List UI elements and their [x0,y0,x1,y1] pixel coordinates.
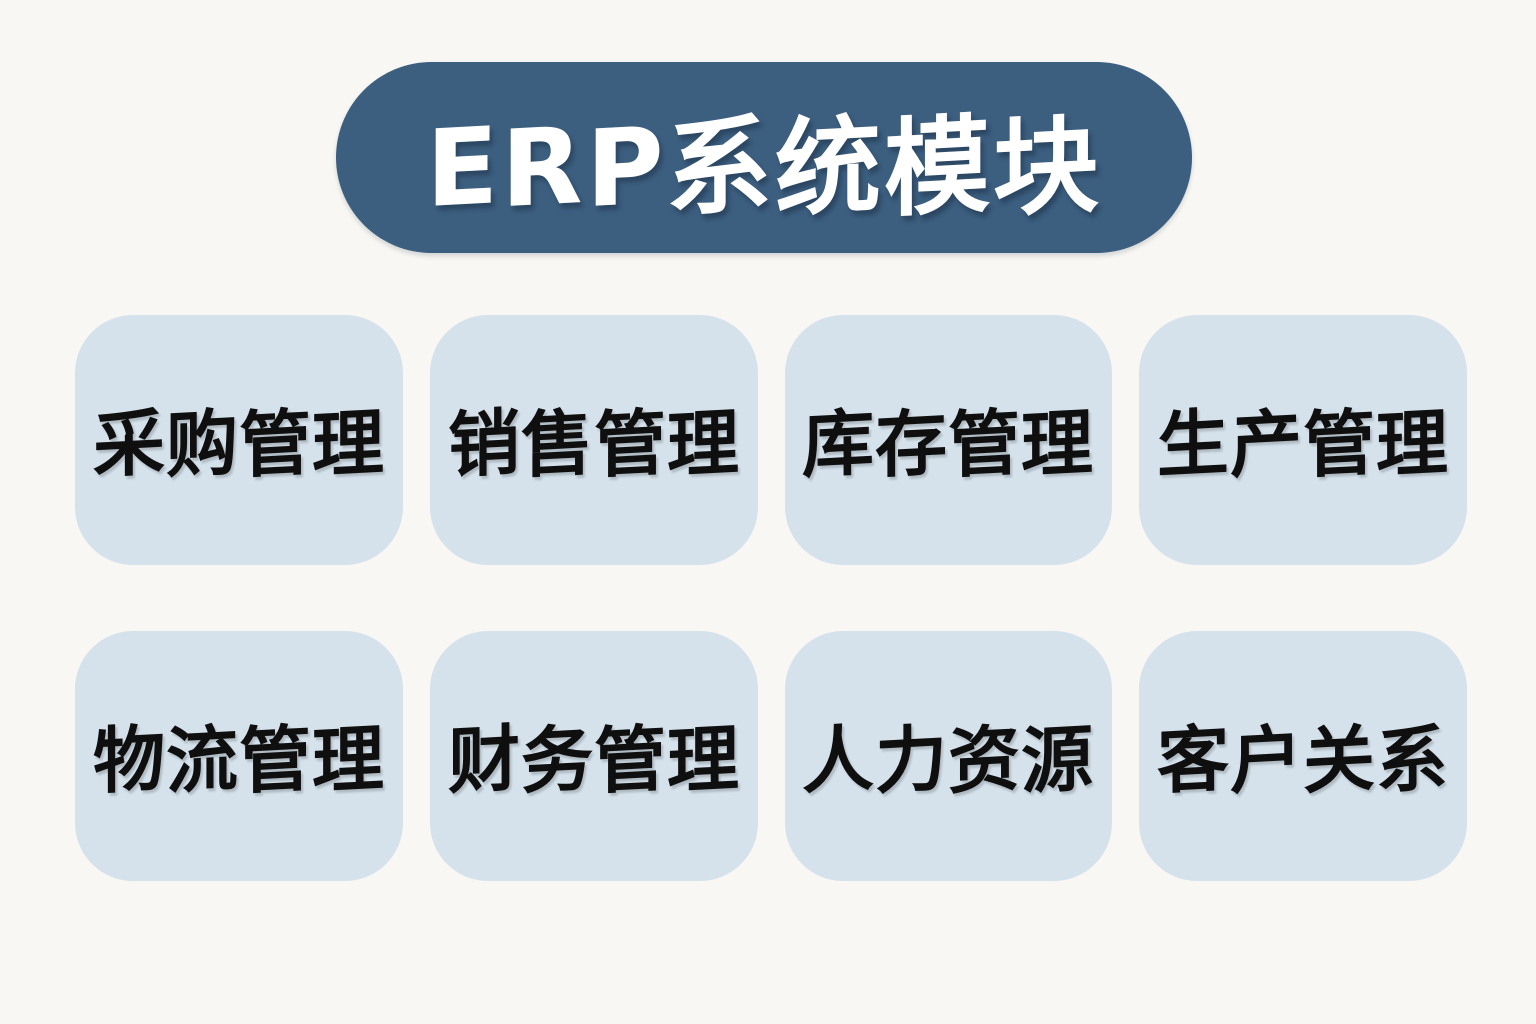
module-card-crm: 客户关系 [1139,631,1467,881]
page-title: ERP系统模块 [425,102,1103,232]
module-card-procurement: 采购管理 [75,315,403,565]
module-card-production: 生产管理 [1139,315,1467,565]
module-label-procurement: 采购管理 [92,399,385,488]
module-label-inventory: 库存管理 [802,399,1095,488]
module-label-logistics: 物流管理 [92,715,385,804]
module-card-finance: 财务管理 [429,631,758,881]
modules-grid: 采购管理 销售管理 库存管理 生产管理 物流管理 财务管理 人力资源 客户关系 [75,315,1467,881]
module-label-finance: 财务管理 [447,715,740,804]
module-card-inventory: 库存管理 [784,315,1113,565]
module-card-sales: 销售管理 [429,315,758,565]
module-label-sales: 销售管理 [447,399,740,488]
module-card-logistics: 物流管理 [75,631,403,881]
module-label-crm: 客户关系 [1157,715,1450,804]
module-card-hr: 人力资源 [784,631,1113,881]
module-label-production: 生产管理 [1157,399,1450,488]
module-label-hr: 人力资源 [802,715,1095,804]
title-pill: ERP系统模块 [336,62,1192,253]
